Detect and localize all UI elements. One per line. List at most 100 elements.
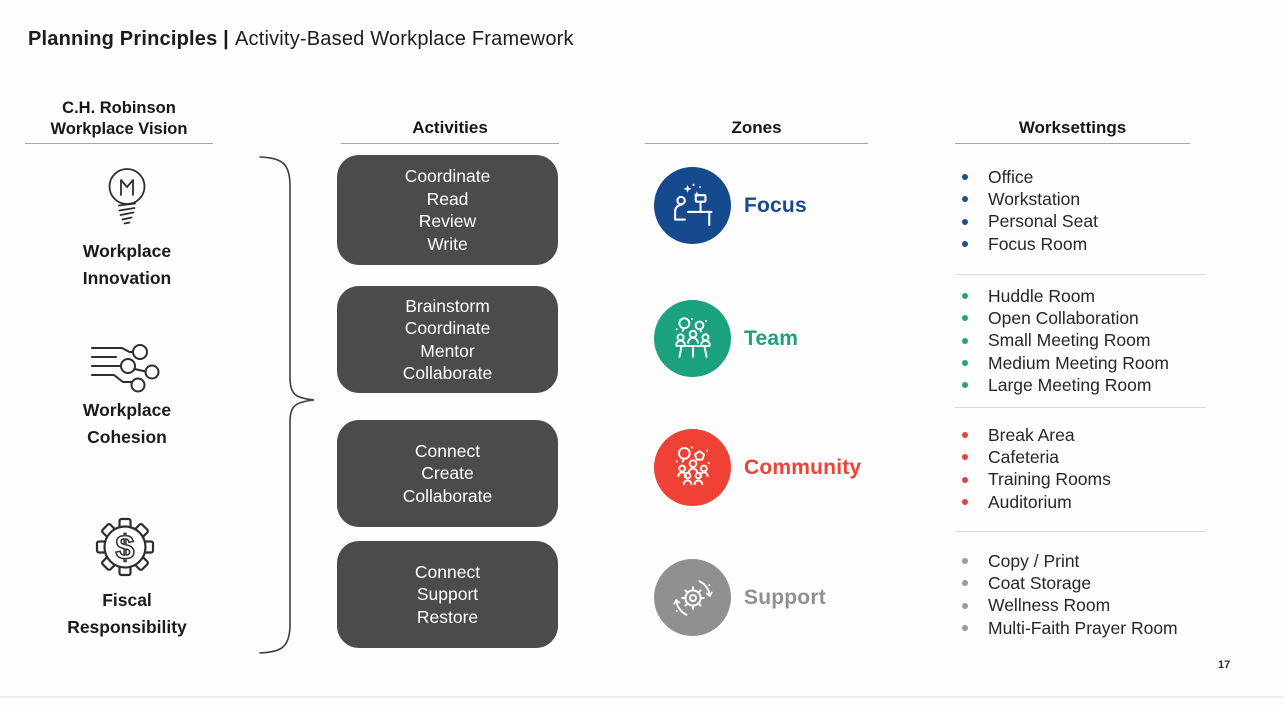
worksettings-item: Small Meeting Room [950, 330, 1270, 352]
worksettings-item: Wellness Room [950, 595, 1270, 617]
bullet-dot [962, 218, 968, 225]
bullet-dot [962, 625, 968, 632]
worksettings-item-label: Small Meeting Room [988, 330, 1151, 351]
activity-line: Review [418, 211, 477, 231]
zone-row-team: Team [654, 300, 798, 377]
zone-circle-team [654, 300, 731, 377]
activity-line: Write [427, 233, 468, 254]
bullet-dot [962, 476, 968, 483]
worksettings-item-label: Break Area [988, 424, 1075, 445]
slide-bottom-edge [0, 696, 1284, 698]
worksettings-group-community: Break Area Cafeteria Training Rooms Audi… [950, 424, 1270, 513]
activity-line: Connect [414, 440, 481, 461]
vision-label-line: Workplace [82, 241, 172, 261]
worksettings-item: Huddle Room [950, 285, 1270, 307]
worksettings-item-label: Multi-Faith Prayer Room [988, 617, 1178, 638]
vision-item-fiscal: Fiscal Responsibility [7, 587, 247, 641]
worksettings-item: Break Area [950, 424, 1270, 446]
vision-header-line2: Workplace Vision [50, 120, 188, 138]
vision-item-cohesion: Workplace Cohesion [7, 397, 247, 451]
worksettings-item-label: Open Collaboration [988, 307, 1139, 328]
support-gear-arrows-icon [672, 579, 713, 616]
worksettings-item: Cafeteria [950, 446, 1270, 468]
activities-column-header: Activities [412, 118, 488, 137]
activity-line: Support [416, 584, 479, 605]
bullet-dot [962, 558, 968, 565]
worksettings-item-label: Auditorium [988, 491, 1072, 512]
worksettings-item-label: Huddle Room [988, 285, 1095, 306]
worksettings-item: Multi-Faith Prayer Room [950, 617, 1270, 639]
zone-label-community: Community [744, 455, 862, 479]
group-divider [955, 274, 1206, 275]
worksettings-item: Large Meeting Room [950, 374, 1270, 396]
focus-desk-icon [673, 183, 712, 226]
zone-row-focus: Focus [654, 167, 807, 244]
slide-title: Planning Principles |Activity-Based Work… [28, 28, 574, 51]
vision-label-line: Innovation [82, 268, 172, 288]
worksettings-item: Medium Meeting Room [950, 352, 1270, 374]
svg-text:$: $ [116, 529, 135, 567]
activity-box-team: Brainstorm Coordinate Mentor Collaborate [337, 286, 558, 393]
zone-label-team: Team [744, 326, 799, 350]
brace-connector [259, 156, 315, 654]
zone-circle-support [654, 559, 731, 636]
activity-line: Restore [416, 606, 479, 627]
circuit-icon [91, 344, 160, 393]
vision-label-line: Cohesion [87, 427, 167, 447]
activity-box-community: Connect Create Collaborate [337, 420, 558, 527]
worksettings-group-support: Copy / Print Coat Storage Wellness Room … [950, 550, 1270, 639]
bullet-dot [962, 360, 968, 367]
worksettings-item-label: Workstation [988, 188, 1081, 209]
bullet-dot [962, 382, 968, 389]
worksettings-item: Copy / Print [950, 550, 1270, 572]
slide-title-regular: Activity-Based Workplace Framework [234, 28, 574, 50]
bullet-dot [962, 337, 968, 344]
worksettings-item-label: Training Rooms [988, 469, 1111, 490]
activity-box-support: Connect Support Restore [337, 541, 558, 648]
bullet-dot [962, 432, 968, 439]
worksettings-item-label: Personal Seat [988, 211, 1098, 232]
bullet-dot [962, 293, 968, 300]
activity-line: Collaborate [402, 485, 493, 506]
worksettings-item: Personal Seat [950, 211, 1270, 233]
bullet-dot [962, 454, 968, 461]
activity-line: Brainstorm [405, 295, 490, 316]
activity-line: Coordinate [404, 166, 491, 186]
worksettings-item: Coat Storage [950, 572, 1270, 594]
worksettings-item-label: Focus Room [988, 233, 1088, 254]
bullet-dot [962, 499, 968, 506]
activity-line: Read [426, 188, 469, 209]
zone-row-support: Support [654, 559, 826, 636]
worksettings-header-underline [955, 143, 1190, 144]
zone-label-focus: Focus [744, 193, 807, 217]
zone-label-support: Support [744, 585, 826, 609]
zones-column-header: Zones [731, 118, 782, 137]
activities-header-underline [341, 143, 559, 144]
zone-row-community: Community [654, 429, 861, 506]
lightbulb-icon [108, 168, 146, 225]
worksettings-item: Focus Room [950, 233, 1270, 255]
group-divider [955, 531, 1206, 532]
gear-dollar-icon: $ [95, 517, 155, 577]
worksettings-column-header: Worksettings [1018, 118, 1127, 137]
vision-label-line: Fiscal [102, 590, 152, 610]
vision-item-innovation: Workplace Innovation [7, 238, 247, 292]
activity-line: Connect [414, 561, 481, 582]
vision-header-underline [25, 143, 213, 144]
bullet-dot [962, 196, 968, 203]
bullet-dot [962, 241, 968, 248]
worksettings-group-focus: Office Workstation Personal Seat Focus R… [950, 166, 1270, 255]
worksettings-item: Open Collaboration [950, 307, 1270, 329]
worksettings-item: Office [950, 166, 1270, 188]
worksettings-item-label: Office [988, 166, 1034, 187]
activity-line: Create [421, 463, 474, 484]
vision-header-line1: C.H. Robinson [62, 99, 176, 117]
slide-title-bold: Planning Principles | [28, 28, 229, 50]
worksettings-item-label: Copy / Print [988, 550, 1080, 571]
activity-line: Collaborate [402, 363, 493, 383]
bullet-dot [962, 315, 968, 322]
team-meeting-icon [674, 316, 711, 358]
activity-line: Coordinate [404, 318, 491, 338]
page-number: 17 [1218, 659, 1231, 671]
worksettings-item-label: Coat Storage [988, 572, 1092, 593]
